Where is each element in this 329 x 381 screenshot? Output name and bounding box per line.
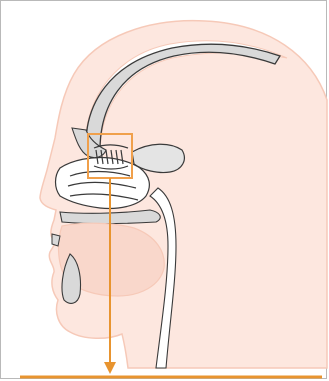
arrow-down-icon [104,362,116,374]
upper-teeth [52,234,60,246]
